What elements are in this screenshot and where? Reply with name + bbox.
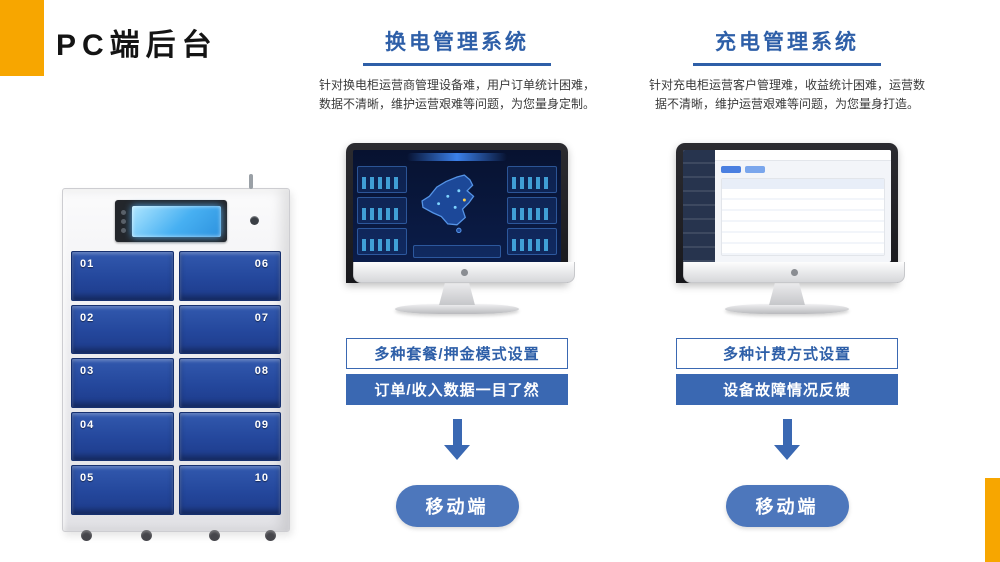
charge-system-monitor	[676, 143, 905, 315]
charge-mobile-button[interactable]: 移动端	[725, 485, 849, 528]
swap-system-description: 针对换电柜运营商管理设备难，用户订单统计困难，数据不清晰，维护运营艰难等问题，为…	[318, 78, 595, 111]
charge-system-description: 针对充电柜运营客户管理难，收益统计困难，运营数据不清晰，维护运营艰难等问题，为您…	[648, 78, 925, 111]
door-number: 02	[80, 311, 95, 324]
door-number: 09	[254, 418, 269, 431]
monitor-stand-base	[725, 304, 849, 315]
dashboard-bottom-panel	[413, 245, 501, 259]
cabinet-control-panel	[115, 200, 227, 242]
door-column-right: 06 07 08 09 10	[178, 251, 281, 515]
arrow-shaft	[452, 419, 462, 446]
door-number: 01	[80, 258, 95, 270]
apple-logo-icon	[790, 268, 798, 276]
panel-buttons	[115, 209, 132, 233]
monitor-bezel	[676, 143, 905, 284]
monitor-stand-neck	[769, 283, 805, 306]
cabinet-door: 04	[71, 411, 174, 462]
cabinet-doors: 01 02 03 04 05 06 07 08 09 10	[71, 251, 281, 515]
door-column-left: 01 02 03 04 05	[71, 251, 174, 515]
cabinet-door: 09	[178, 411, 281, 462]
caster-wheel	[81, 530, 92, 541]
dashboard-widget	[507, 228, 557, 256]
bottom-right-accent	[985, 478, 1000, 562]
top-left-accent	[0, 0, 44, 76]
cabinet-door: 10	[178, 465, 281, 515]
swap-feature-banner-2: 订单/收入数据一目了然	[346, 374, 568, 406]
charge-feature-list: 多种计费方式设置 设备故障情况反馈	[676, 338, 898, 406]
china-map-graphic	[411, 169, 503, 248]
monitor-stand-base	[395, 304, 519, 315]
swap-feature-list: 多种套餐/押金模式设置 订单/收入数据一目了然	[346, 338, 568, 406]
dashboard-widget	[357, 166, 407, 194]
admin-button-chip	[745, 166, 765, 174]
swap-system-heading: 换电管理系统	[385, 31, 529, 54]
heading-underline	[693, 63, 881, 66]
monitor-screen	[353, 150, 561, 263]
swap-feature-banner-1: 多种套餐/押金模式设置	[346, 338, 568, 370]
admin-data-table	[721, 178, 885, 257]
charge-feature-banner-1: 多种计费方式设置	[676, 338, 898, 370]
heading-underline	[363, 63, 551, 66]
monitor-chin	[683, 262, 905, 284]
door-number: 08	[254, 365, 269, 378]
apple-logo-icon	[460, 268, 468, 276]
admin-panel-screenshot	[683, 150, 891, 263]
door-number: 03	[80, 365, 95, 378]
charge-feature-banner-2: 设备故障情况反馈	[676, 374, 898, 406]
arrow-shaft	[782, 419, 792, 446]
antenna-icon	[249, 174, 253, 189]
charge-system-heading: 充电管理系统	[715, 31, 859, 54]
dashboard-widget	[507, 197, 557, 225]
door-number: 04	[80, 418, 95, 431]
battery-cabinet-image: 01 02 03 04 05 06 07 08 09 10	[62, 174, 290, 541]
cabinet-door: 02	[71, 304, 174, 355]
monitor-screen	[683, 150, 891, 263]
monitor-chin	[353, 262, 575, 284]
cabinet-door: 05	[71, 465, 174, 515]
cabinet-door: 08	[178, 358, 281, 408]
cabinet-door: 03	[71, 358, 174, 408]
admin-button-chip	[721, 166, 741, 174]
admin-topbar	[715, 150, 891, 162]
door-number: 05	[80, 472, 95, 485]
dark-dashboard-screenshot	[353, 150, 561, 263]
swap-system-monitor	[346, 143, 575, 315]
panel-screen	[132, 205, 221, 237]
caster-wheel	[209, 530, 220, 541]
page-title: PC端后台	[56, 29, 218, 62]
cabinet-door: 07	[178, 304, 281, 355]
arrow-head	[444, 445, 470, 461]
admin-sidebar	[683, 150, 715, 263]
caster-wheel	[265, 530, 276, 541]
down-arrow-icon	[774, 419, 800, 461]
door-number: 07	[254, 311, 269, 324]
dashboard-widget	[357, 228, 407, 256]
cabinet-door: 06	[178, 251, 281, 301]
dashboard-widget	[507, 166, 557, 194]
monitor-stand-neck	[439, 283, 475, 306]
arrow-head	[774, 445, 800, 461]
door-number: 10	[254, 472, 269, 485]
swap-mobile-button[interactable]: 移动端	[395, 485, 519, 528]
keyhole-icon	[250, 216, 259, 225]
monitor-bezel	[346, 143, 575, 284]
caster-wheel	[141, 530, 152, 541]
charge-system-column: 充电管理系统 针对充电柜运营客户管理难，收益统计困难，运营数据不清晰，维护运营艰…	[646, 26, 928, 528]
dashboard-widget	[357, 197, 407, 225]
dashboard-title-bar	[407, 153, 507, 162]
down-arrow-icon	[444, 419, 470, 461]
door-number: 06	[254, 258, 269, 270]
cabinet-door: 01	[71, 251, 174, 301]
swap-system-column: 换电管理系统 针对换电柜运营商管理设备难，用户订单统计困难，数据不清晰，维护运营…	[316, 26, 598, 528]
